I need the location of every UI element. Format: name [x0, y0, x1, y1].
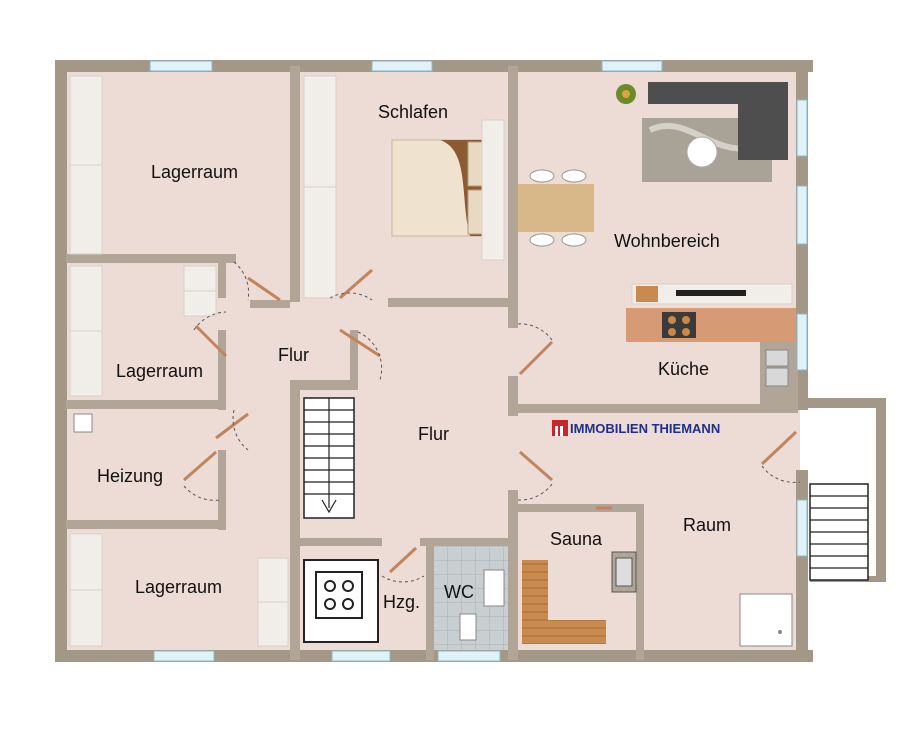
- room-label-hzg: Hzg.: [383, 592, 420, 612]
- dining-table-icon: [518, 169, 594, 247]
- boiler-icon: [303, 559, 379, 643]
- window: [149, 60, 213, 72]
- sofa-icon: [642, 82, 788, 182]
- doors: [183, 261, 801, 583]
- sauna-bench-icon: [522, 551, 637, 644]
- window: [796, 185, 808, 245]
- window: [153, 650, 215, 662]
- room-label-raum: Raum: [683, 515, 731, 535]
- window: [796, 99, 808, 157]
- room-label-flur-small: Flur: [278, 345, 309, 365]
- chimney-icon: [73, 413, 93, 433]
- room-label-schlafen: Schlafen: [378, 102, 448, 122]
- window: [371, 60, 433, 72]
- brand-logo: IMMOBILIEN THIEMANN: [552, 420, 720, 436]
- window: [601, 60, 663, 72]
- storage-shelves: [69, 75, 337, 647]
- stairs-right-icon: [809, 483, 869, 581]
- windows: [149, 60, 808, 662]
- room-label-wc: WC: [444, 582, 474, 602]
- stairs-left-icon: [303, 397, 355, 519]
- brand-name: IMMOBILIEN THIEMANN: [570, 421, 720, 436]
- window: [437, 650, 501, 662]
- plant-icon: [616, 84, 636, 104]
- room-label-heizung: Heizung: [97, 466, 163, 486]
- bed-icon: [391, 119, 505, 261]
- shower-icon: [739, 593, 793, 647]
- window: [796, 313, 808, 371]
- window: [331, 650, 391, 662]
- room-label-lagerraum-bottom: Lagerraum: [135, 577, 222, 597]
- room-label-lagerraum-mid: Lagerraum: [116, 361, 203, 381]
- kitchen-counter-icon: [626, 283, 796, 390]
- wc-area: [434, 546, 508, 650]
- room-label-lagerraum-top: Lagerraum: [151, 162, 238, 182]
- room-label-wohnbereich: Wohnbereich: [614, 231, 720, 251]
- room-label-flur-main: Flur: [418, 424, 449, 444]
- window: [796, 499, 808, 557]
- room-labels: Lagerraum Schlafen Wohnbereich Lagerraum…: [97, 102, 731, 612]
- room-label-kueche: Küche: [658, 359, 709, 379]
- room-label-sauna: Sauna: [550, 529, 603, 549]
